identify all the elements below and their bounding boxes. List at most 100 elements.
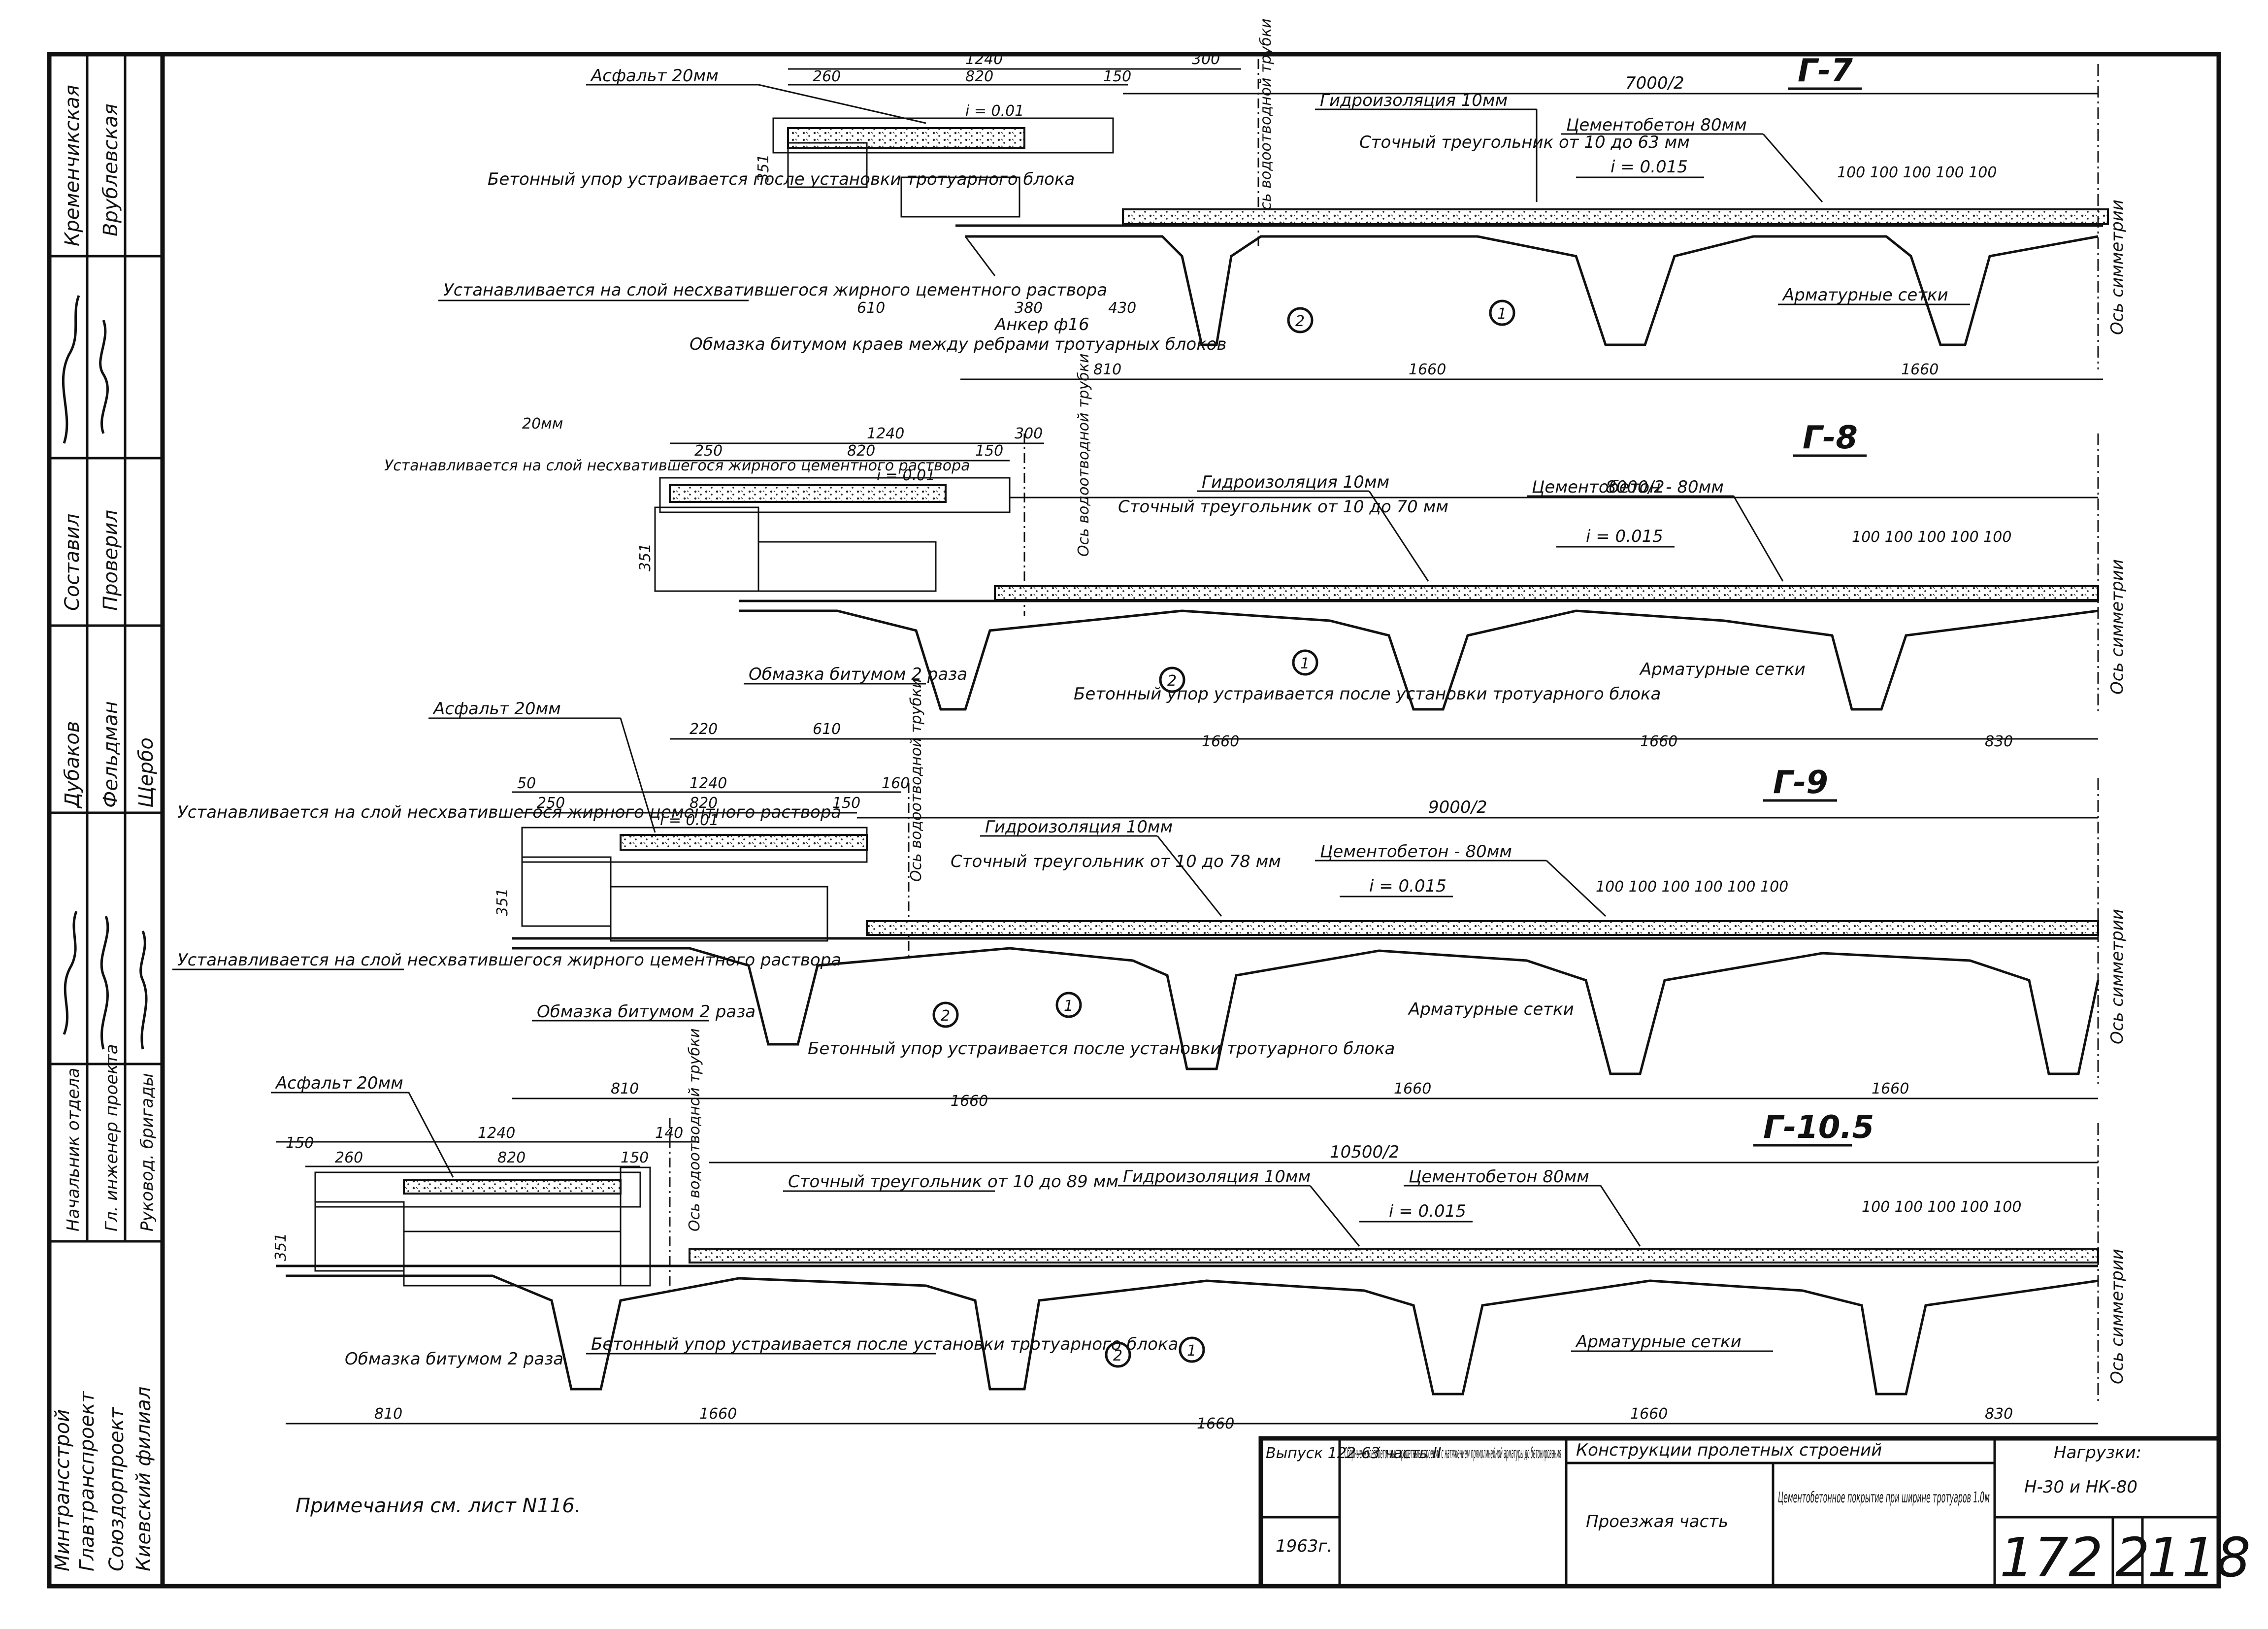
dim-top: 250 xyxy=(694,442,723,460)
dim-sub: 610 xyxy=(857,299,885,317)
org-line: Главтранспроект xyxy=(76,1391,99,1571)
sidebar-role: Гл. инженер проекта xyxy=(102,1044,122,1231)
sym-axis: Ось симметрии xyxy=(2107,1249,2127,1384)
signature xyxy=(139,931,148,1050)
height-dim: 351 xyxy=(755,154,772,182)
dim-bottom: 1660 xyxy=(1630,1405,1668,1423)
signature xyxy=(62,295,80,444)
bitumen-note: Обмазка битумом краев между ребрами трот… xyxy=(690,334,1227,354)
sidebar-name: Щербо xyxy=(135,737,158,808)
dim-bottom: 1660 xyxy=(1202,733,1239,750)
dim-bottom: 610 xyxy=(813,721,841,738)
section-g8: Г-8 8000/2 1240 300 250 820 150 20мм Уст… xyxy=(384,354,2127,750)
signature xyxy=(100,916,109,1050)
mortar-note: Устанавливается на слой несхватившегося … xyxy=(384,457,970,474)
triangle-label: Сточный треугольник от 10 до 89 мм xyxy=(788,1172,1118,1192)
sidebar-name: Кременчикская xyxy=(61,85,84,246)
org-line: Минтрансстрой xyxy=(51,1409,74,1571)
marker-1 xyxy=(1179,1336,1205,1363)
slope-top: i = 0.01 xyxy=(877,467,935,484)
asphalt-label: Асфальт 20мм xyxy=(275,1073,403,1093)
slope-top: i = 0.01 xyxy=(965,102,1024,120)
mesh-label: Арматурные сетки xyxy=(1782,285,1948,305)
half-width-dim: 9000/2 xyxy=(1428,798,1487,817)
height-dim: 351 xyxy=(637,543,654,571)
notes-reference: Примечания см. лист N116. xyxy=(296,1495,581,1517)
stop-note: Бетонный упор устраивается после установ… xyxy=(1074,684,1661,704)
section-g7: Г-7 7000/2 1240 300 260 820 150 Асфальт … xyxy=(438,19,2127,380)
triangle-label: Сточный треугольник от 10 до 70 мм xyxy=(1118,497,1448,517)
sym-axis: Ось симметрии xyxy=(2107,909,2127,1044)
dim-top: 1240 xyxy=(867,425,904,442)
hydro-label: Гидроизоляция 10мм xyxy=(985,817,1173,837)
issue: Выпуск 122-63 часть II xyxy=(1266,1445,1442,1462)
mesh-label: Арматурные сетки xyxy=(1408,999,1574,1019)
subject: Цементобетонное покрытие при ширине трот… xyxy=(1778,1489,1990,1506)
section-title: Г-7 xyxy=(1798,53,1853,89)
sidebar-name: Фельдман xyxy=(99,701,122,808)
dim-top: 250 xyxy=(537,795,565,812)
dim-bottom: 1660 xyxy=(1901,361,1939,378)
hydro-label: Гидроизоляция 10мм xyxy=(1123,1167,1311,1187)
marker-2 xyxy=(1105,1341,1131,1368)
title-block: Выпуск 122-63 часть II 1963г. Сборные же… xyxy=(1258,1436,2251,1589)
slope-label: i = 0.015 xyxy=(1369,876,1446,896)
stop-note: Бетонный упор устраивается после установ… xyxy=(808,1039,1395,1059)
dim-top: 150 xyxy=(832,795,860,812)
org-line: Киевский филиал xyxy=(132,1387,155,1571)
sheet-sub: 2 xyxy=(2115,1526,2150,1589)
marker-label: 2 xyxy=(941,1007,950,1025)
half-width-dim: 8000/2 xyxy=(1606,477,1665,497)
dim-bottom: 1660 xyxy=(951,1093,988,1110)
load-value: Н-30 и НК-80 xyxy=(2024,1477,2137,1497)
bars-label: 100 100 100 100 100 xyxy=(1837,164,1997,181)
drain-axis: Ось водоотводной трубки xyxy=(1257,19,1275,222)
cement-label: Цементобетон - 80мм xyxy=(1532,477,1724,497)
dim-bottom: 810 xyxy=(611,1080,639,1097)
mesh-label: Арматурные сетки xyxy=(1575,1332,1742,1352)
sym-axis: Ось симметрии xyxy=(2107,559,2127,695)
signature xyxy=(99,320,109,434)
asphalt-label: 20мм xyxy=(522,415,563,432)
height-dim: 351 xyxy=(494,888,511,916)
dim-bottom: 1660 xyxy=(699,1405,737,1423)
header: Конструкции пролетных строений xyxy=(1576,1440,1882,1460)
slope-label: i = 0.015 xyxy=(1389,1201,1466,1221)
bitumen-note: Обмазка битумом 2 раза xyxy=(749,665,967,684)
triangle-label: Сточный треугольник от 10 до 63 мм xyxy=(1359,133,1690,152)
slope-label: i = 0.015 xyxy=(1586,527,1663,546)
cement-label: Цементобетон - 80мм xyxy=(1320,842,1512,862)
dim-top: 300 xyxy=(1192,51,1220,68)
dim-bottom: 220 xyxy=(690,721,718,738)
dim-top: 820 xyxy=(497,1149,526,1166)
triangle-label: Сточный треугольник от 10 до 78 мм xyxy=(951,852,1281,871)
bitumen-note: Обмазка битумом 2 раза xyxy=(537,1002,756,1022)
sheet-code: 172 xyxy=(2000,1526,2103,1589)
section-title: Г-10.5 xyxy=(1763,1109,1874,1146)
sidebar: Кременчикская Врублевская Составил Прове… xyxy=(49,54,163,1571)
slope-label: i = 0.015 xyxy=(1611,157,1688,177)
section-g105: Г-10.5 10500/2 150 1240 140 260 820 150 … xyxy=(271,1029,2127,1432)
drain-axis: Ось водоотводной трубки xyxy=(1075,354,1092,557)
bitumen-note: Обмазка битумом 2 раза xyxy=(345,1349,563,1369)
dim-top: 1240 xyxy=(965,51,1003,68)
dim-bottom: 1660 xyxy=(1409,361,1446,378)
dim-top: 50 xyxy=(517,775,536,792)
marker-label: 1 xyxy=(1064,997,1073,1015)
drain-axis: Ось водоотводной трубки xyxy=(686,1029,703,1231)
marker-label: 2 xyxy=(1295,313,1305,330)
marker-2 xyxy=(1159,666,1185,693)
marker-1 xyxy=(1489,299,1515,326)
bars-label: 100 100 100 100 100 xyxy=(1852,529,2011,546)
dim-top: 160 xyxy=(882,775,910,792)
mesh-label: Арматурные сетки xyxy=(1639,660,1806,679)
asphalt-label: Асфальт 20мм xyxy=(432,699,561,719)
year: 1963г. xyxy=(1276,1536,1332,1556)
dim-bottom: 810 xyxy=(374,1405,402,1423)
dim-sub: 430 xyxy=(1108,299,1136,317)
hydro-label: Гидроизоляция 10мм xyxy=(1202,472,1389,492)
dim-bottom: 1660 xyxy=(1872,1080,1909,1097)
load-label: Нагрузки: xyxy=(2054,1443,2141,1463)
sidebar-role: Начальник отдела xyxy=(64,1068,83,1231)
mortar-note: Устанавливается на слой несхватившегося … xyxy=(443,280,1107,300)
